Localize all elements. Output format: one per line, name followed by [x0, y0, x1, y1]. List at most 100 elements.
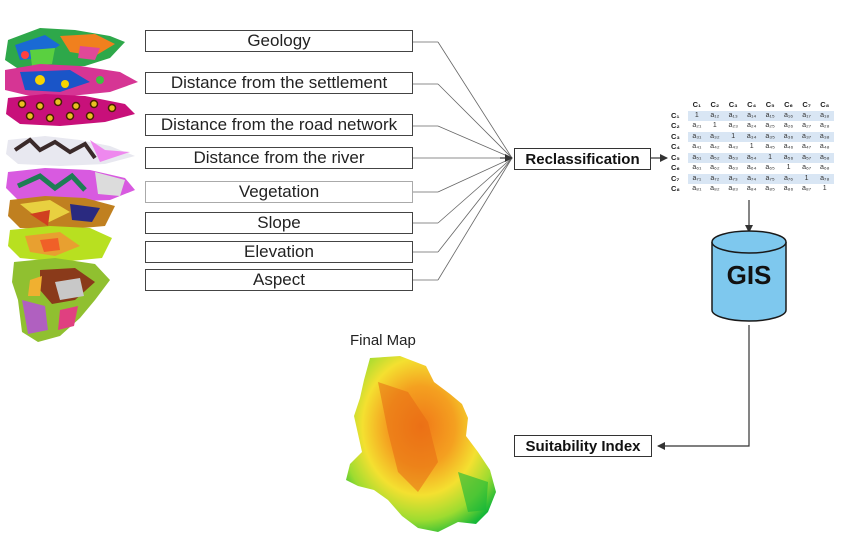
layer-label-settlement: Distance from the settlement: [145, 72, 413, 94]
matrix-cell: 1: [723, 131, 743, 142]
matrix-cell: a₄₅: [765, 143, 775, 151]
matrix-cell: a₅₄: [742, 152, 761, 163]
layer-label-aspect: Aspect: [145, 269, 413, 291]
matrix-cell: a₈₆: [783, 185, 794, 193]
matrix-cell: a₂₆: [783, 122, 794, 130]
slope-map-layer: [8, 196, 115, 230]
matrix-column-header: C₇: [802, 100, 811, 110]
matrix-cell: a₇₄: [742, 173, 761, 184]
matrix-cell: a₆₂: [710, 164, 720, 172]
matrix-cell: a₇₃: [723, 173, 743, 184]
layer-label-slope: Slope: [145, 212, 413, 234]
road-network-map-layer: [6, 94, 135, 126]
matrix-cell: a₂₁: [692, 122, 702, 130]
matrix-cell: a₄₂: [710, 143, 720, 151]
elevation-map-layer: [8, 226, 112, 262]
aspect-map-layer: [12, 258, 110, 342]
matrix-cell: 1: [749, 143, 754, 151]
layer-label-elevation: Elevation: [145, 241, 413, 263]
matrix-cell: a₃₂: [705, 131, 724, 142]
matrix-column-header: C₂: [710, 100, 720, 110]
matrix-cell: a₆₅: [765, 164, 775, 172]
matrix-cell: a₃₇: [797, 131, 816, 142]
matrix-cell: a₂₇: [802, 122, 812, 130]
layer-label-geology: Geology: [145, 30, 413, 52]
matrix-cell: a₃₈: [815, 131, 834, 142]
matrix-cell: a₃₁: [688, 131, 706, 142]
matrix-cell: a₅₆: [779, 152, 798, 163]
matrix-cell: a₇₂: [705, 173, 724, 184]
matrix-cell: 1: [712, 122, 717, 130]
vegetation-map-layer: [6, 168, 135, 202]
layer-label-river: Distance from the river: [145, 147, 413, 169]
matrix-cell: a₈₂: [710, 185, 720, 193]
matrix-cell: a₄₇: [802, 143, 812, 151]
matrix-cell: a₁₅: [760, 110, 780, 121]
matrix-cell: a₆₄: [746, 164, 757, 172]
gis-label: GIS: [727, 260, 772, 290]
matrix-cell: a₅₁: [688, 152, 706, 163]
matrix-cell: a₁₈: [815, 110, 834, 121]
matrix-corner-cell: [669, 100, 688, 111]
matrix-cell: a₅₇: [797, 152, 816, 163]
matrix-cell: a₅₃: [723, 152, 743, 163]
matrix-cell: a₇₅: [760, 173, 780, 184]
matrix-cell: a₈₄: [746, 185, 757, 193]
matrix-row-header: C₇: [671, 173, 680, 183]
river-map-layer: [6, 136, 135, 166]
matrix-column-header: C₄: [747, 100, 757, 110]
matrix-cell: 1: [822, 185, 827, 193]
final-map-title: Final Map: [350, 332, 416, 349]
matrix-row-header: C₃: [671, 131, 680, 141]
database-cylinder-icon: GIS: [711, 230, 787, 322]
matrix-cell: a₅₂: [705, 152, 724, 163]
matrix-cell: a₇₆: [779, 173, 798, 184]
matrix-cell: a₇₁: [688, 173, 706, 184]
matrix-cell: a₂₈: [819, 122, 830, 130]
matrix-cell: a₈₇: [802, 185, 812, 193]
geology-map-layer: [5, 28, 125, 70]
matrix-column-header: C₈: [820, 100, 830, 110]
matrix-cell: a₅₈: [815, 152, 834, 163]
matrix-column-header: C₁: [692, 100, 702, 110]
matrix-row-header: C₄: [671, 142, 680, 152]
matrix-cell: a₈₅: [765, 185, 775, 193]
matrix-row-header: C₅: [671, 152, 680, 162]
matrix-cell: a₆₇: [802, 164, 812, 172]
matrix-row-header: C₂: [671, 121, 680, 131]
matrix-cell: a₄₈: [819, 143, 830, 151]
matrix-cell: 1: [760, 152, 780, 163]
reclassification-box: Reclassification: [514, 148, 651, 170]
matrix-cell: a₂₄: [746, 122, 757, 130]
matrix-cell: a₇₈: [815, 173, 834, 184]
matrix-column-header: C₃: [728, 100, 738, 110]
matrix-cell: a₄₆: [783, 143, 794, 151]
matrix-cell: a₂₅: [765, 122, 775, 130]
matrix-cell: 1: [688, 110, 706, 121]
matrix-cell: a₁₂: [705, 110, 724, 121]
matrix-cell: a₃₅: [760, 131, 780, 142]
matrix-cell: a₁₆: [779, 110, 798, 121]
matrix-cell: 1: [786, 164, 791, 172]
matrix-cell: a₃₄: [742, 131, 761, 142]
matrix-cell: a₁₄: [742, 110, 761, 121]
matrix-cell: a₈₃: [728, 185, 739, 193]
matrix-cell: a₁₇: [797, 110, 816, 121]
matrix-row-header: C₆: [671, 163, 680, 173]
matrix-cell: a₆₈: [819, 164, 830, 172]
matrix-cell: a₆₃: [728, 164, 738, 172]
matrix-cell: 1: [797, 173, 816, 184]
layer-label-vegetation: Vegetation: [145, 181, 413, 203]
